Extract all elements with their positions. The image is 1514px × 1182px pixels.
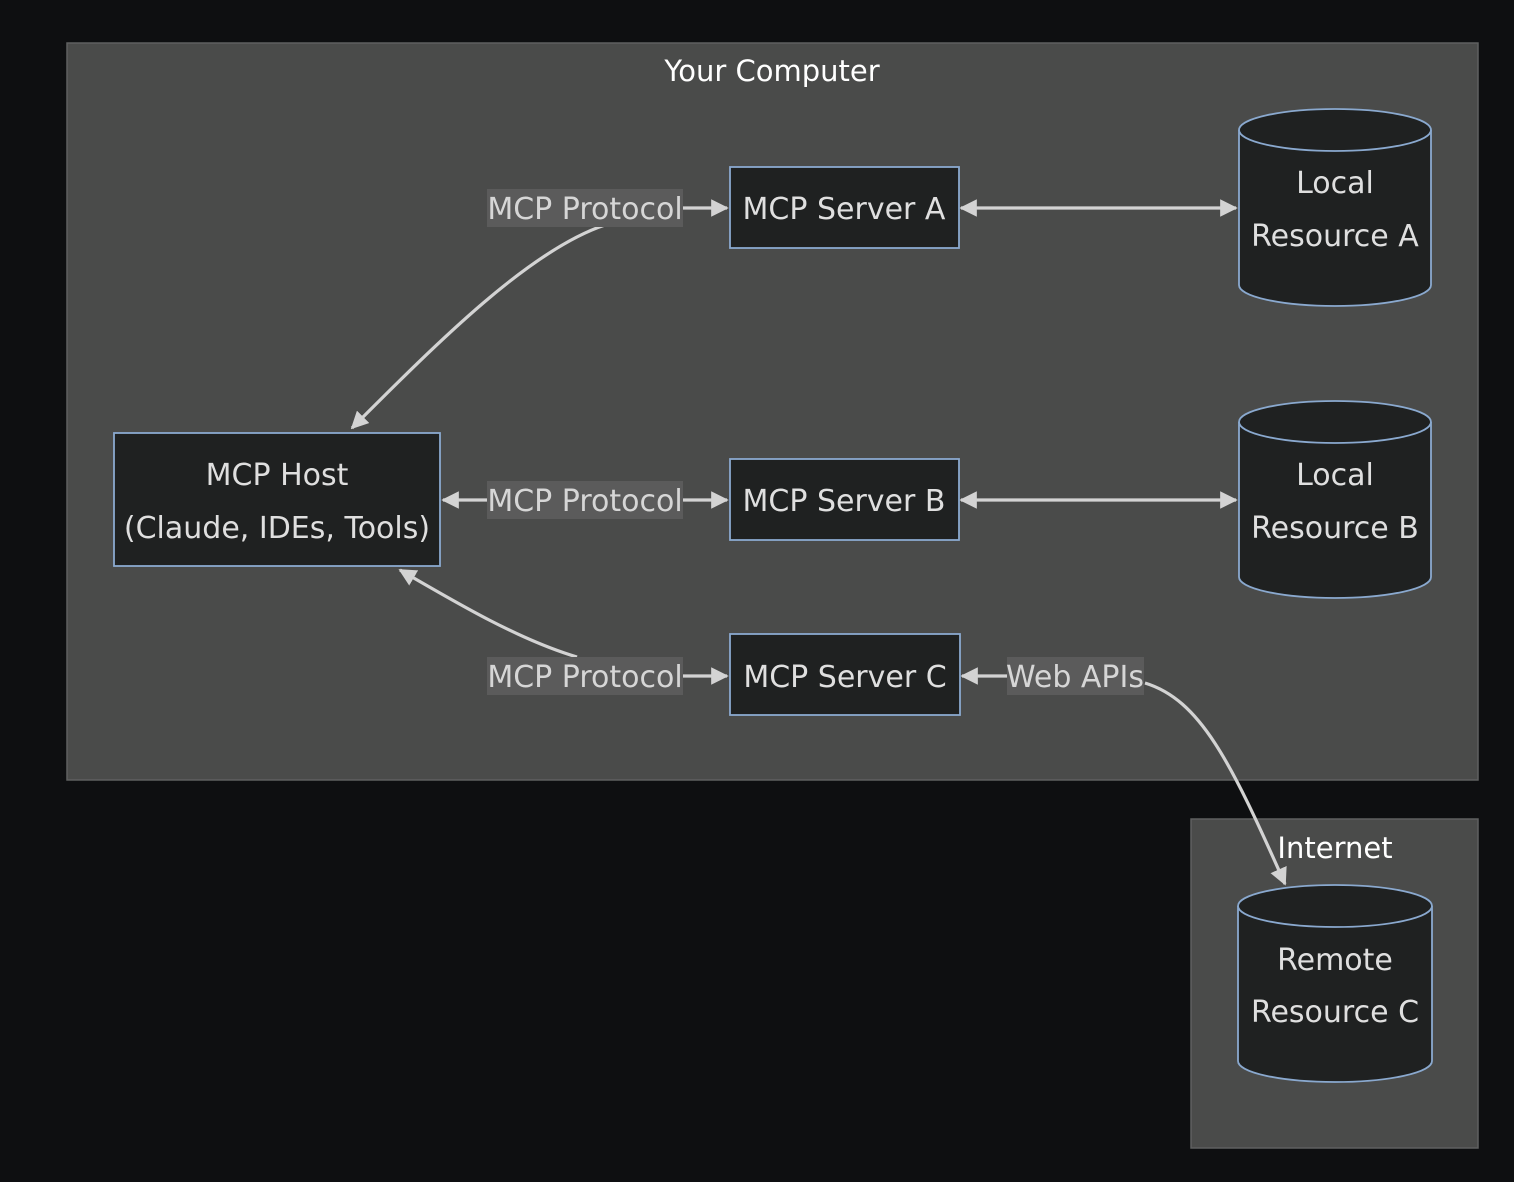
edge-web-apis-remote [1144, 681, 1287, 886]
node-remote-resource-c-line1: Remote [1277, 943, 1393, 978]
edge-host-server-c [398, 568, 578, 659]
database-cylinder-icon [1238, 108, 1432, 307]
node-local-resource-b-line2: Resource B [1251, 511, 1419, 546]
edge-label-text: MCP Protocol [487, 192, 682, 227]
edge-label-text: MCP Protocol [487, 484, 682, 519]
node-local-resource-a-line1: Local [1296, 166, 1374, 201]
node-mcp-server-c-label: MCP Server C [743, 660, 946, 695]
node-mcp-server-c[interactable]: MCP Server C [729, 633, 961, 716]
edges [350, 199, 1287, 886]
edge-label-host-server-c: MCP Protocol [487, 657, 683, 695]
edge-label-text: MCP Protocol [487, 660, 682, 695]
node-mcp-host-subtitle: (Claude, IDEs, Tools) [124, 511, 430, 546]
node-local-resource-b-line1: Local [1296, 458, 1374, 493]
edge-label-web-apis: Web APIs [1006, 657, 1144, 695]
node-mcp-server-b[interactable]: MCP Server B [729, 458, 960, 541]
node-local-resource-b[interactable]: Local Resource B [1238, 400, 1432, 599]
cylinder-top-rim [1238, 421, 1432, 444]
edge-host-server-a [350, 223, 606, 430]
cylinder-top-rim [1237, 905, 1433, 928]
edge-label-text: Web APIs [1006, 660, 1144, 695]
node-mcp-server-a[interactable]: MCP Server A [729, 166, 960, 249]
database-cylinder-icon [1238, 400, 1432, 599]
cluster-title-internet: Internet [1277, 831, 1392, 865]
edge-label-host-server-a: MCP Protocol [487, 189, 683, 227]
node-remote-resource-c[interactable]: Remote Resource C [1237, 884, 1433, 1083]
node-mcp-host[interactable]: MCP Host (Claude, IDEs, Tools) [113, 432, 441, 567]
edge-label-host-server-b: MCP Protocol [487, 481, 683, 519]
node-mcp-host-title: MCP Host [206, 458, 349, 493]
node-mcp-server-b-label: MCP Server B [743, 484, 946, 519]
node-local-resource-a[interactable]: Local Resource A [1238, 108, 1432, 307]
node-remote-resource-c-line2: Resource C [1251, 995, 1419, 1030]
cylinder-top-rim [1238, 129, 1432, 152]
node-local-resource-a-line2: Resource A [1251, 219, 1419, 254]
database-cylinder-icon [1237, 884, 1433, 1083]
cluster-title-your-computer: Your Computer [663, 54, 879, 88]
node-mcp-server-a-label: MCP Server A [743, 192, 946, 227]
